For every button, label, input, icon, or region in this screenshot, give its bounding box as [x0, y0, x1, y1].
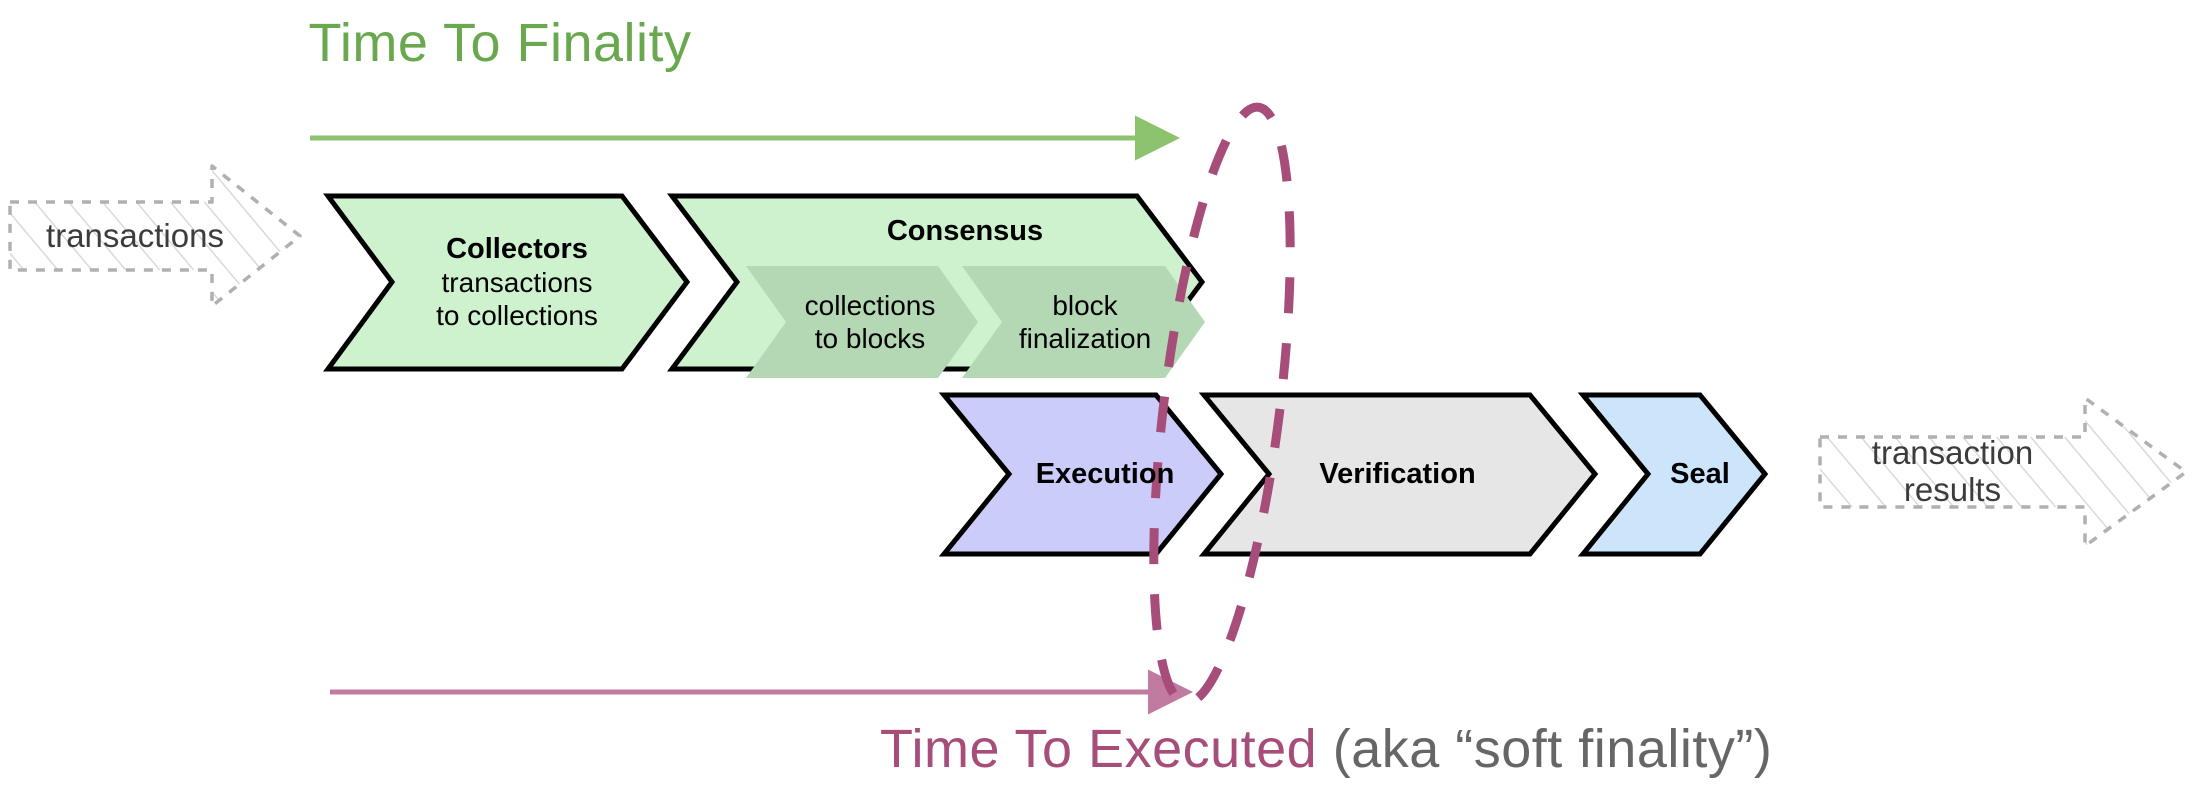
transactions-input-arrow — [8, 164, 302, 308]
collectors-subtitle-line1: transactions — [441, 266, 593, 298]
collections-to-blocks-line1: collections — [804, 289, 936, 321]
block-finalization-line2: finalization — [1018, 323, 1152, 354]
time-to-finality-label: Time To Finality — [308, 13, 692, 73]
collectors-chevron[interactable] — [323, 193, 691, 372]
transactions-input-label: transactions — [46, 216, 224, 254]
seal-title: Seal — [1670, 457, 1730, 490]
execution-title: Execution — [1035, 457, 1175, 490]
consensus-title-group: Consensus — [850, 210, 1080, 252]
collections-to-blocks-line2: to blocks — [814, 323, 926, 354]
collections-to-blocks-label-group: collections to blocks — [770, 272, 970, 372]
block-finalization-subchevron[interactable] — [962, 266, 1205, 378]
execution-label-group: Execution — [1005, 452, 1205, 496]
block-finalization-label-group: block finalization — [985, 272, 1185, 372]
time-to-executed-secondary-text: (aka “soft finality”) — [1317, 719, 1773, 779]
transaction-results-label: transaction results — [1871, 434, 2034, 508]
seal-label-group: Seal — [1645, 452, 1755, 496]
collectors-subtitle-line2: to collections — [436, 300, 598, 331]
collections-to-blocks-subchevron[interactable] — [746, 266, 978, 378]
verification-label-group: Verification — [1265, 452, 1530, 496]
consensus-title: Consensus — [886, 214, 1044, 247]
verification-title: Verification — [1319, 457, 1476, 490]
collectors-title: Collectors — [446, 232, 588, 265]
block-finalization-line1: block — [1052, 289, 1118, 321]
collectors-label-group: Collectors transactions to collections — [392, 200, 642, 365]
time-to-executed-primary-text: Time To Executed — [880, 719, 1318, 779]
time-to-executed-label: Time To Executed (aka “soft finality”) — [880, 718, 1772, 780]
seal-chevron[interactable] — [1577, 392, 1769, 557]
finality-boundary-ellipse — [1149, 102, 1295, 708]
transaction-results-output-arrow — [1818, 396, 2188, 548]
verification-chevron[interactable] — [1198, 392, 1599, 557]
